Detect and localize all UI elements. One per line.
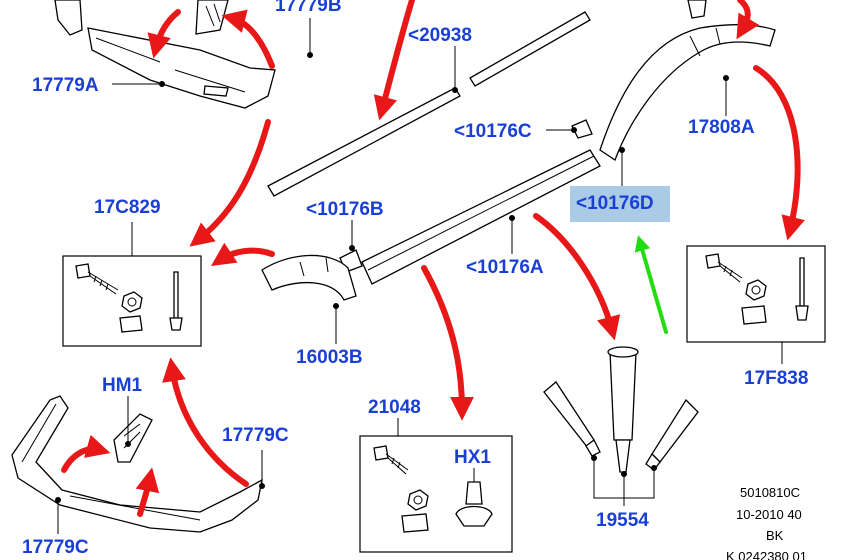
label-16003b[interactable]: 16003B (296, 347, 363, 368)
red-arrows (61, 0, 805, 517)
hardware-box-21048 (359, 435, 513, 553)
label-21048[interactable]: 21048 (368, 397, 421, 418)
part-16003b-drawing (261, 254, 357, 301)
hardware-box-17f838 (686, 245, 826, 343)
hardware-box-17c829 (62, 255, 202, 347)
reference-line-3: BK (766, 528, 784, 543)
part-17779a-drawing (54, 0, 276, 109)
selected-part-highlight (570, 186, 670, 222)
label-10176a[interactable]: <10176A (466, 257, 544, 278)
reference-line-4: K 0242380 01 (726, 549, 807, 560)
label-17808a[interactable]: 17808A (688, 117, 755, 138)
label-17779c-right[interactable]: 17779C (222, 425, 289, 446)
part-10176-drawing (339, 119, 601, 285)
label-17779b[interactable]: 17779B (275, 0, 342, 16)
reference-line-1: 5010810C (740, 485, 800, 500)
reference-line-2: 10-2010 40 (736, 507, 802, 522)
label-hm1[interactable]: HM1 (102, 375, 143, 396)
label-10176b[interactable]: <10176B (306, 199, 384, 220)
label-17f838[interactable]: 17F838 (744, 368, 808, 389)
label-17779a[interactable]: 17779A (32, 75, 99, 96)
part-17779c-drawing (11, 395, 263, 533)
label-10176d[interactable]: <10176D (576, 193, 654, 214)
reference-block: 5010810C 10-2010 40 BK K 0242380 01 (726, 485, 807, 560)
part-20938-drawing (267, 11, 591, 197)
label-19554[interactable]: 19554 (596, 510, 649, 531)
label-17779c-bottom[interactable]: 17779C (22, 537, 89, 558)
label-hx1[interactable]: HX1 (454, 447, 491, 468)
label-20938[interactable]: <20938 (408, 25, 472, 46)
label-10176c[interactable]: <10176C (454, 121, 532, 142)
sealant-tubes-19554 (543, 346, 699, 473)
label-17c829[interactable]: 17C829 (94, 197, 161, 218)
leader-lines (55, 18, 783, 534)
